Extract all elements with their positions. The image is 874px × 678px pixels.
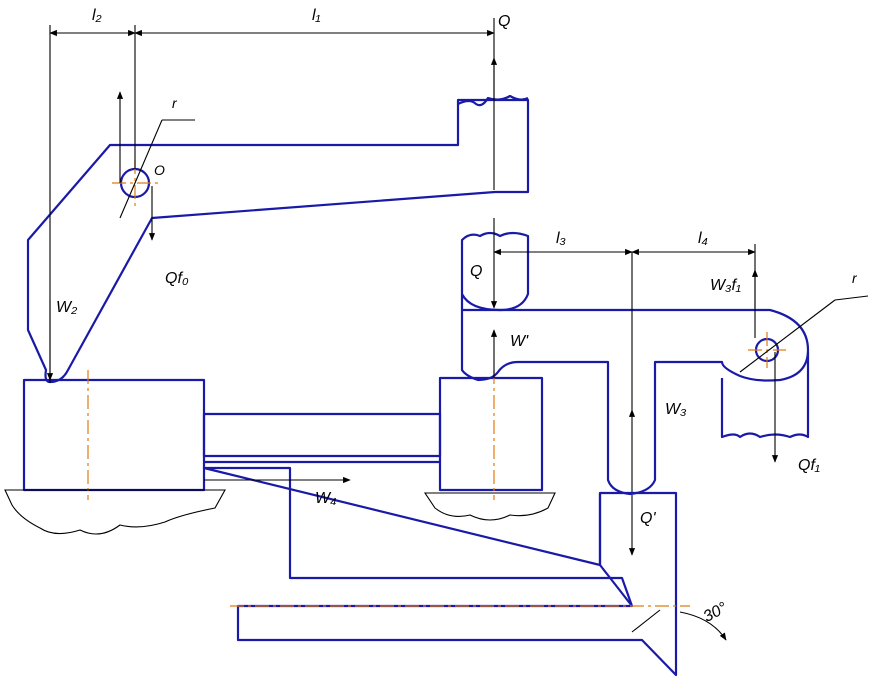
label-l1: l₁ bbox=[312, 7, 321, 24]
upper-lever-break bbox=[457, 94, 529, 107]
label-Qf1: Qf₁ bbox=[798, 457, 820, 474]
label-W3: W₃ bbox=[665, 401, 686, 418]
label-W3f1: W₃f₁ bbox=[710, 277, 741, 294]
middle-block bbox=[438, 376, 544, 492]
label-W4: W₄ bbox=[315, 490, 337, 507]
upper-lever bbox=[26, 98, 530, 384]
left-base-block bbox=[22, 378, 206, 492]
leader-r-left bbox=[119, 119, 163, 219]
label-angle: 30° bbox=[701, 599, 731, 626]
wedge-outline bbox=[598, 493, 633, 607]
label-r-right: r bbox=[852, 270, 858, 286]
label-r-left: r bbox=[172, 95, 178, 111]
q-plunger bbox=[460, 231, 530, 312]
label-Qf0: Qf₀ bbox=[165, 270, 189, 287]
middle-ground bbox=[423, 492, 556, 521]
leader-r-right-shelf bbox=[834, 295, 869, 301]
angle-arc bbox=[679, 611, 727, 641]
label-W2: W₂ bbox=[56, 299, 77, 316]
label-W-prime: W' bbox=[510, 333, 529, 350]
leader-r-right bbox=[739, 299, 836, 373]
rocker-arm bbox=[460, 308, 810, 496]
label-Q-prime: Q' bbox=[640, 510, 656, 527]
left-ground bbox=[4, 489, 226, 535]
connecting-bar bbox=[202, 412, 442, 458]
rocker-stand bbox=[720, 352, 810, 439]
label-l2: l₂ bbox=[92, 7, 102, 24]
label-Q-top: Q bbox=[498, 13, 510, 30]
label-l4: l₄ bbox=[698, 230, 708, 247]
label-O: O bbox=[154, 162, 165, 178]
label-l3: l₃ bbox=[556, 230, 566, 247]
angle-leader bbox=[631, 609, 661, 633]
label-Q-mid: Q bbox=[470, 263, 482, 280]
